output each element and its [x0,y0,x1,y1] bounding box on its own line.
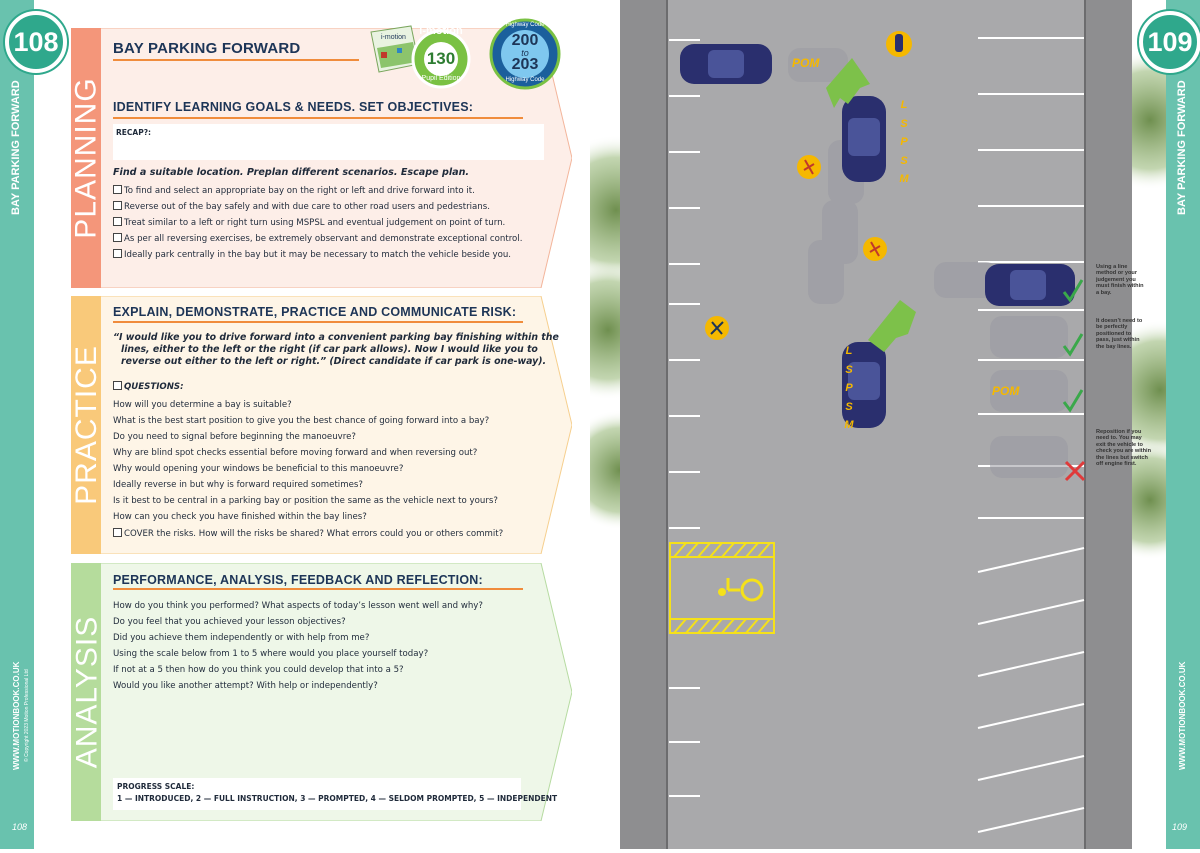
progress-scale-label: PROGRESS SCALE: [117,782,195,791]
practice-question-2: What is the best start position to give … [113,416,490,426]
right-footer-number: 109 [1172,822,1188,832]
left-page-number-badge: 108 [5,11,67,73]
planning-item-2: Reverse out of the bay safely and with d… [113,201,490,212]
progress-scale-box: PROGRESS SCALE: 1 — INTRODUCED, 2 — FULL… [113,778,557,810]
left-side-title: BAY PARKING FORWARD [10,80,22,215]
practice-quote-line-2: lines, either to the left or the right (… [121,344,538,355]
right-side-strip [1166,0,1200,849]
right-page-number: 109 [1147,26,1193,57]
motorcycle-marker [886,31,912,57]
analysis-label: ANALYSIS [70,615,104,769]
checkbox[interactable] [113,201,122,210]
checkbox[interactable] [113,233,122,242]
pom-label-top: POM [792,56,820,70]
tick-3 [1062,389,1084,413]
pedestrian-marker-1 [797,155,821,179]
analysis-heading: PERFORMANCE, ANALYSIS, FEEDBACK AND REFL… [113,573,483,587]
arrow-up-left [826,58,870,108]
imotion-book-label: i-motion [381,34,406,41]
planning-item-1: To find and select an appropriate bay on… [113,185,475,196]
planning-heading: IDENTIFY LEARNING GOALS & NEEDS. SET OBJ… [113,100,474,114]
practice-section [71,296,572,554]
highway-code-top: Highway Code [505,22,545,28]
analysis-question-4: Using the scale below from 1 to 5 where … [113,649,429,659]
car-upper-mid [842,96,886,182]
checkbox[interactable] [113,217,122,226]
practice-question-8: How can you check you have finished with… [113,512,367,522]
planning-label: PLANNING [70,77,103,239]
practice-question-7: Is it best to be central in a parking ba… [113,496,498,506]
car-right-bay [985,264,1075,306]
cross [1064,460,1086,482]
pedestrian-marker-2 [863,237,887,261]
practice-rule [113,321,523,323]
checkbox[interactable] [113,249,122,258]
car-top-left [680,44,772,84]
analysis-question-1: How do you think you performed? What asp… [113,601,483,611]
imotion-sub: Pupil Edition [421,75,461,82]
car-lower-mid [842,342,886,428]
highway-code-end: 203 [511,56,539,73]
practice-quote-line-1: “I would like you to drive forward into … [113,332,559,343]
right-page-number-badge: 109 [1139,11,1200,73]
analysis-question-5: If not at a 5 then how do you think you … [113,665,404,675]
imotion-badge: i-motion 130 Pupil Edition [411,25,471,91]
cyclist-marker [705,316,729,340]
progress-scale: 1 — INTRODUCED, 2 — FULL INSTRUCTION, 3 … [117,794,558,803]
left-footer-number: 108 [12,822,28,832]
right-side-title: BAY PARKING FORWARD [1176,80,1188,215]
planning-item-5: Ideally park centrally in the bay but it… [113,249,511,260]
practice-label: PRACTICE [70,345,103,505]
tick-2 [1062,333,1084,357]
highway-code-badge: Highway Code 200 to 203 Highway Code [489,18,561,90]
analysis-section [71,563,572,821]
planning-item-4: As per all reversing exercises, be extre… [113,233,522,244]
recap-label: RECAP?: [116,128,152,137]
practice-question-4: Why are blind spot checks essential befo… [113,448,478,458]
imotion-brand: i-motion [419,25,463,37]
title-rule [113,59,359,61]
left-page-number: 108 [13,26,59,57]
tick-1 [1062,279,1084,303]
wheelchair-icon [718,578,764,602]
analysis-question-6: Would you like another attempt? With hel… [113,681,378,691]
practice-question-3: Do you need to signal before beginning t… [113,432,356,442]
pom-label-right: POM [992,384,1020,398]
practice-cover: COVER the risks. How will the risks be s… [113,528,503,539]
analysis-question-2: Do you feel that you achieved your lesso… [113,617,346,627]
checkbox[interactable] [113,185,122,194]
practice-question-5: Why would opening your windows be benefi… [113,464,404,474]
checkbox[interactable] [113,381,122,390]
highway-code-to: to [521,48,529,58]
page-title: BAY PARKING FORWARD [113,40,301,57]
arrow-up-right [868,300,916,352]
analysis-rule [113,588,523,590]
planning-rule [113,117,523,119]
right-website: WWW.MOTIONBOOK.CO.UK [1178,661,1187,770]
left-website: WWW.MOTIONBOOK.CO.UK [12,661,21,770]
practice-question-1: How will you determine a bay is suitable… [113,400,292,410]
highway-code-bottom: Highway Code [505,77,545,83]
recap-box[interactable]: RECAP?: [113,124,544,160]
practice-heading: EXPLAIN, DEMONSTRATE, PRACTICE AND COMMU… [113,305,517,319]
planning-item-3: Treat similar to a left or right turn us… [113,217,505,228]
practice-question-6: Ideally reverse in but why is forward re… [113,480,363,490]
questions-label: QUESTIONS: [113,381,184,392]
left-side-strip [0,0,34,849]
left-copyright: © Copyright 2023 Motion Professional Ltd [24,669,30,762]
imotion-page-number: 130 [426,49,456,68]
checkbox[interactable] [113,528,122,537]
practice-quote-line-3: reverse out either to the left or right.… [121,356,547,367]
analysis-question-3: Did you achieve them independently or wi… [113,633,370,643]
highway-code-start: 200 [511,32,539,49]
planning-subheading: Find a suitable location. Preplan differ… [113,167,470,178]
